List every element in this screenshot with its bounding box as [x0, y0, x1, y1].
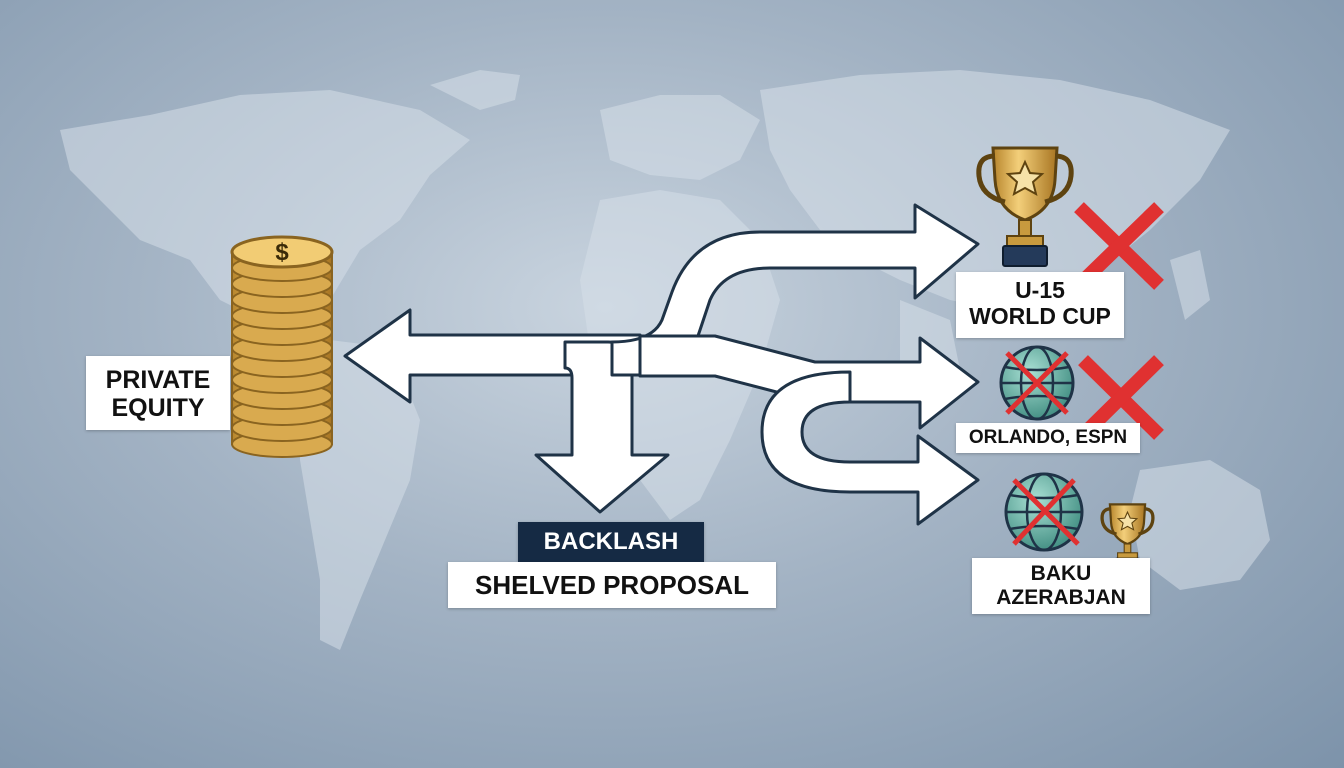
red-x-icon: [1074, 202, 1164, 290]
flow-arrows: [343, 203, 980, 526]
u15-world-cup-label: U-15 WORLD CUP: [956, 272, 1124, 338]
globe-icon: [1004, 472, 1084, 552]
private-equity-line-2: EQUITY: [111, 394, 205, 422]
arrow-left-to-private-equity: [343, 308, 642, 404]
trophy-icon: [976, 146, 1074, 267]
arrow-loop-to-baku: [760, 370, 980, 526]
dollar-sign-icon: $: [275, 239, 289, 266]
u15-line-1: U-15: [1015, 277, 1065, 303]
u15-line-2: WORLD CUP: [969, 302, 1111, 329]
red-x-icon: [1078, 355, 1164, 440]
private-equity-label: PRIVATE EQUITY: [86, 356, 230, 430]
baku-line-1: BAKU: [1030, 562, 1092, 585]
baku-line-2: AZERABJAN: [996, 585, 1126, 609]
coin-top: [230, 235, 334, 269]
backlash-label: BACKLASH: [518, 522, 704, 562]
orlando-espn-label: ORLANDO, ESPN: [956, 423, 1140, 453]
coin-stack-icon: $: [230, 235, 334, 458]
private-equity-line-1: PRIVATE: [105, 366, 211, 394]
shelved-proposal-label: SHELVED PROPOSAL: [448, 562, 776, 608]
globe-icon: [999, 345, 1075, 421]
baku-azerbaijan-label: BAKU AZERABJAN: [972, 558, 1150, 614]
